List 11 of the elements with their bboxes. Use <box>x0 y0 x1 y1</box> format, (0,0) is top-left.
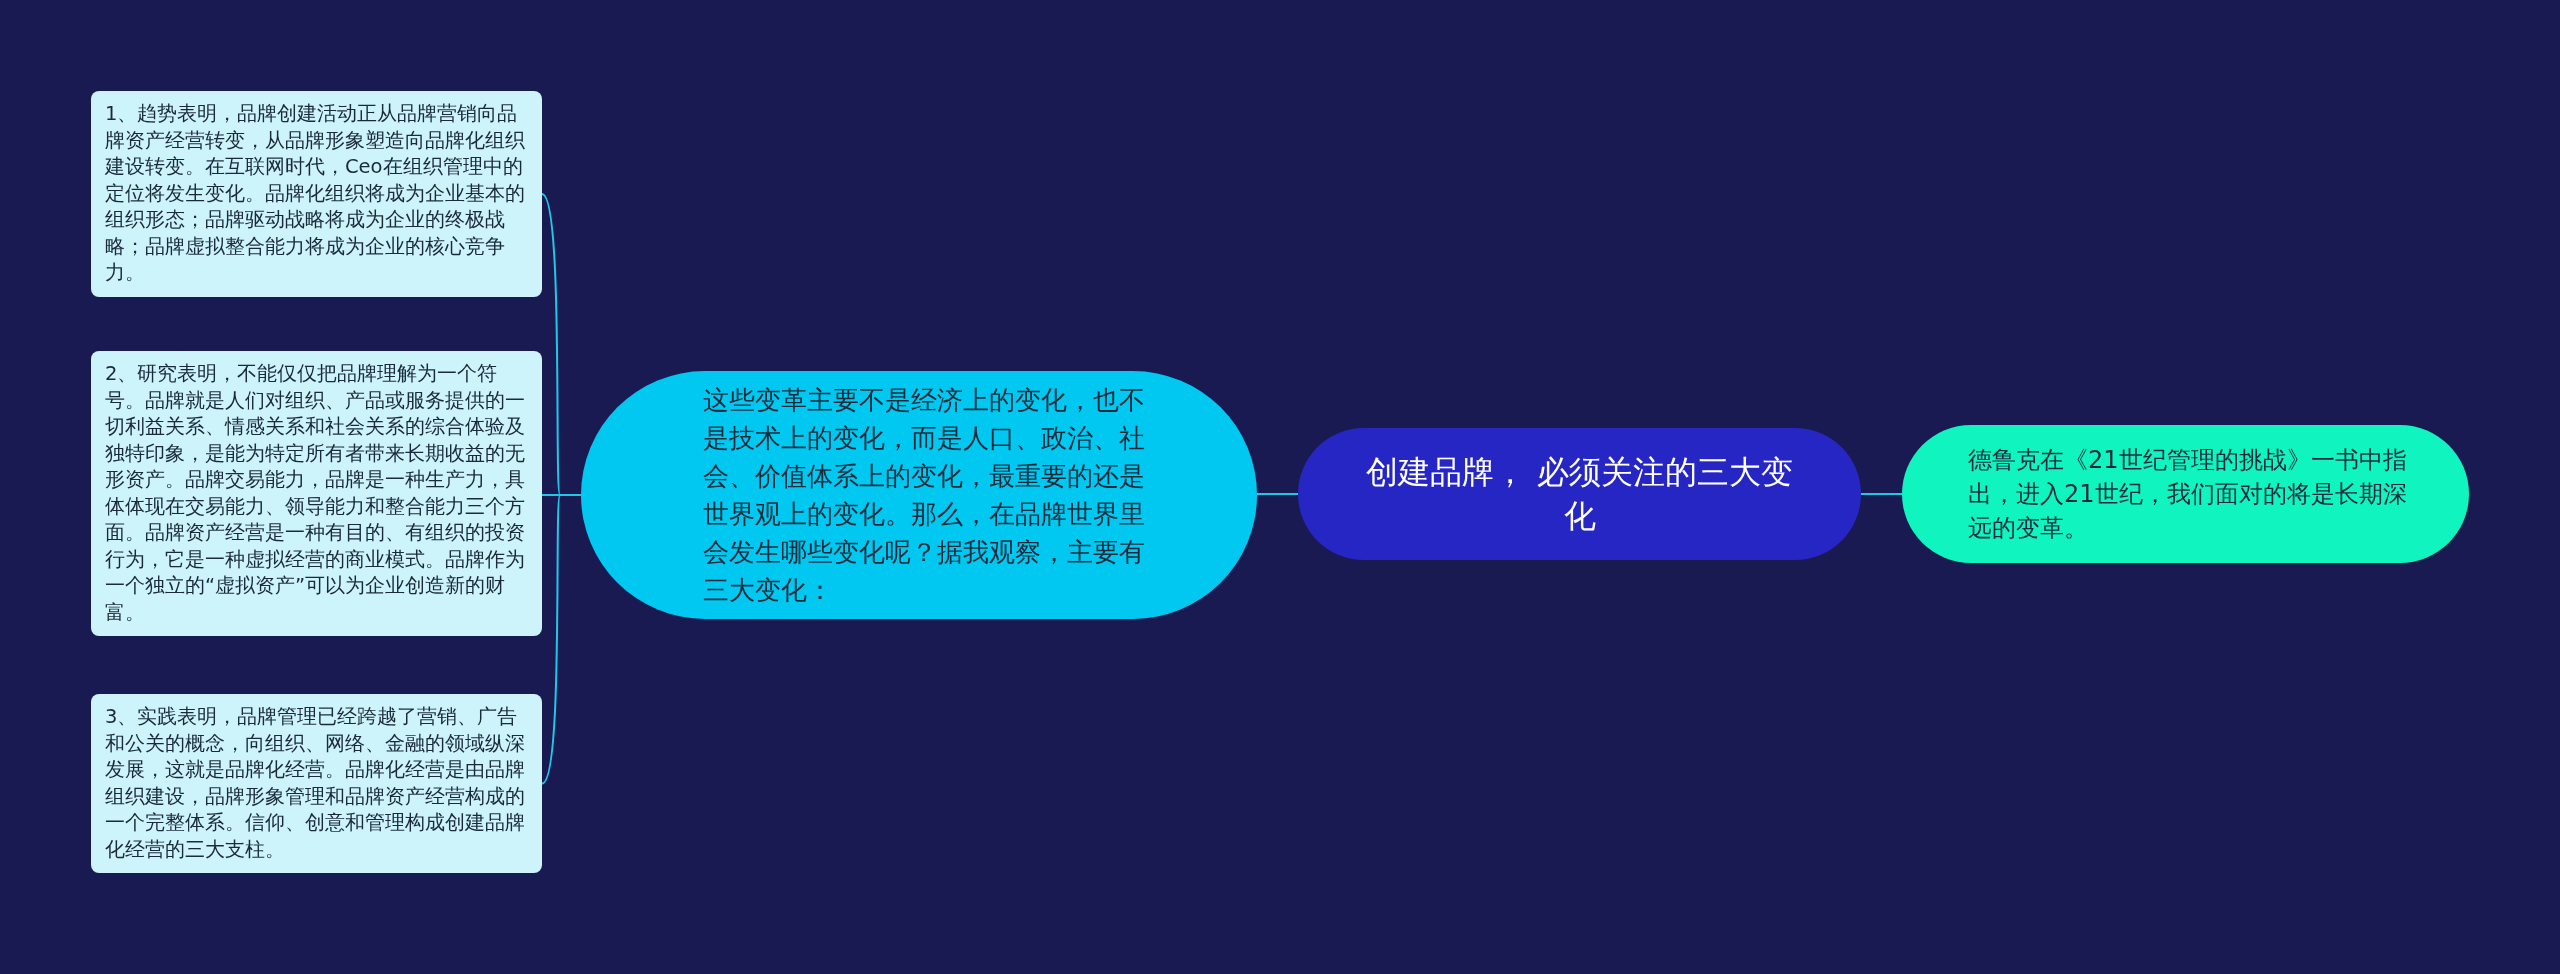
connector-line <box>1860 493 1903 495</box>
node-text: 3、实践表明，品牌管理已经跨越了营销、广告和公关的概念，向组织、网络、金融的领域纵深发展，这就是品牌化经营。品牌化经营是由品牌组织建设，品牌形象管理和品牌资产经营构成的一个完整体系。信仰、创意和管理构成创建品牌化经营的三大支柱。 <box>105 704 526 863</box>
node-text: 德鲁克在《21世纪管理的挑战》一书中指出，进入21世纪，我们面对的将是长期深远的变革。 <box>1968 445 2408 544</box>
connector-line <box>1256 493 1299 495</box>
node-text: 1、趋势表明，品牌创建活动正从品牌营销向品牌资产经营转变，从品牌形象塑造向品牌化组织建设转变。在互联网时代，Ceo在组织管理中的定位将发生变化。品牌化组织将成为企业基本的组织形态；品牌驱动战略将成为企业的终极战略；品牌虚拟整合能力将成为企业的核心竞争力。 <box>105 101 526 286</box>
note-card <box>91 694 542 873</box>
node-text: 2、研究表明，不能仅仅把品牌理解为一个符号。品牌就是人们对组织、产品或服务提供的一切利益关系、情感关系和社会关系的综合体验及独特印象，是能为特定所有者带来长期收益的无形资产。品牌交易能力，品牌是一种生产力，具体体现在交易能力、领导能力和整合能力三个方面。品牌资产经营是一种有目的、有组织的投资行为，它是一种虚拟经营的商业模式。品牌作为一个独立的“虚拟资产”可以为企业创造新的财富。 <box>105 361 526 626</box>
connector-line <box>541 494 582 785</box>
node-text: 创建品牌， 必须关注的三大变化 <box>1365 452 1794 537</box>
note-card <box>91 91 542 297</box>
node-text: 这些变革主要不是经济上的变化，也不是技术上的变化，而是人口、政治、社会、价值体系上的变化，最重要的还是世界观上的变化。那么，在品牌世界里会发生哪些变化呢？据我观察，主要有三大变化： <box>703 384 1146 607</box>
